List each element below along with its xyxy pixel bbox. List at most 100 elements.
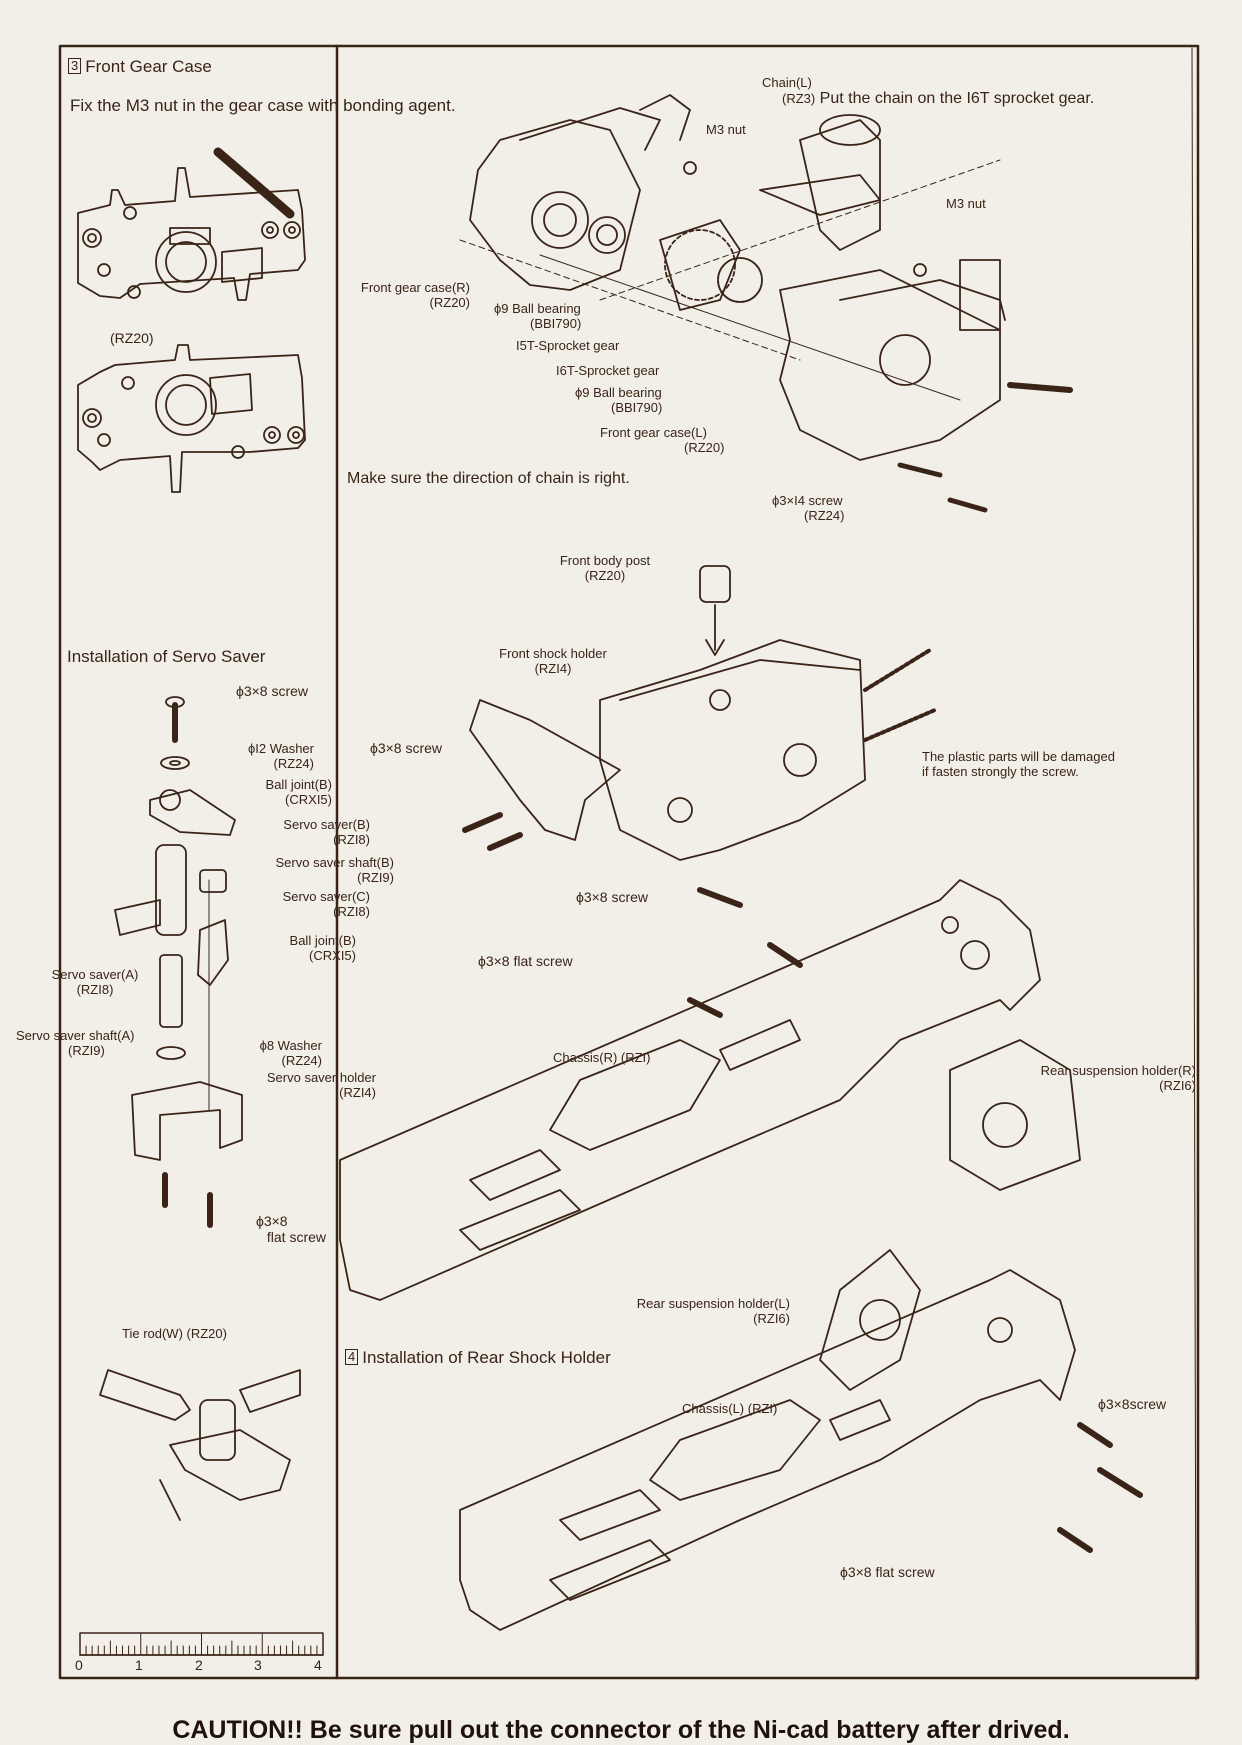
front-body-screw-label: ϕ3×8 screw bbox=[370, 740, 443, 756]
shaft-b-label: Servo saver shaft(B) (RZI9) bbox=[236, 855, 395, 886]
chain-instruction: (RZ3) Put the chain on the I6T sprocket … bbox=[782, 90, 1094, 108]
servo-saver-stack bbox=[114, 696, 243, 1228]
section-3-number: 3 bbox=[68, 58, 82, 74]
ball-joint-2-name: Ball joint(B) bbox=[289, 933, 356, 948]
gear-case-r-name: Front gear case(R) bbox=[360, 280, 470, 295]
bearing-2-part: (BBI790) bbox=[611, 399, 663, 415]
rear-screw-label: ϕ3×8screw bbox=[1098, 1396, 1167, 1412]
ruler-tick-4: 4 bbox=[314, 1657, 322, 1673]
bearing-1-name: ϕ9 Ball bearing bbox=[494, 301, 581, 316]
section-3-title-text: Front Gear Case bbox=[85, 57, 212, 76]
front-shock-holder-part: (RZI4) bbox=[534, 660, 572, 676]
section-4-number: 4 bbox=[345, 1349, 359, 1365]
m3-nut-label-2: M3 nut bbox=[946, 196, 986, 211]
ruler-tick-1: 1 bbox=[135, 1657, 143, 1673]
saver-a-label: Servo saver(A) (RZI8) bbox=[40, 967, 150, 998]
rear-susp-l-label: Rear suspension holder(L) (RZI6) bbox=[600, 1296, 790, 1327]
screw-14-name: ϕ3×I4 screw bbox=[772, 493, 843, 508]
saver-c-label: Servo saver(C) (RZI8) bbox=[250, 889, 370, 920]
saver-b-name: Servo saver(B) bbox=[283, 817, 370, 832]
chassis-left-plate bbox=[459, 1249, 1143, 1631]
servo-screw-label: ϕ3×8 screw bbox=[236, 683, 309, 699]
servo-saver-title: Installation of Servo Saver bbox=[67, 647, 266, 666]
bearing-1-part: (BBI790) bbox=[530, 315, 582, 331]
body-post-label: Front body post (RZ20) bbox=[530, 553, 680, 584]
rear-flat-screw-label: ϕ3×8 flat screw bbox=[840, 1564, 935, 1580]
ruler-tick-0: 0 bbox=[75, 1657, 83, 1673]
gear-case-part-label: (RZ20) bbox=[110, 330, 154, 346]
body-post-part: (RZ20) bbox=[584, 567, 626, 583]
screw-14-label: ϕ3×I4 screw (RZ24) bbox=[772, 493, 845, 524]
gear-case-instruction: Fix the M3 nut in the gear case with bon… bbox=[70, 96, 456, 115]
rear-susp-r-label: Rear suspension holder(R) (RZI6) bbox=[1000, 1063, 1196, 1094]
ball-joint-part: (CRXI5) bbox=[285, 791, 332, 807]
washer12-name: ϕI2 Washer bbox=[247, 741, 314, 756]
shaft-a-name: Servo saver shaft(A) bbox=[16, 1028, 135, 1043]
m3-nut-label-1: M3 nut bbox=[706, 122, 746, 137]
saver-c-name: Servo saver(C) bbox=[282, 889, 370, 904]
chassis-l-label: Chassis(L) (RZI) bbox=[682, 1401, 778, 1416]
sprocket-15t-label: I5T-Sprocket gear bbox=[516, 338, 620, 353]
rear-susp-l-part: (RZI6) bbox=[753, 1310, 790, 1326]
chain-direction-note: Make sure the direction of chain is righ… bbox=[347, 470, 630, 487]
gear-case-l-part: (RZ20) bbox=[684, 439, 725, 455]
chassis-screw-label: ϕ3×8 screw bbox=[576, 889, 649, 905]
caution-banner: CAUTION!! Be sure pull out the connector… bbox=[172, 1716, 1070, 1744]
front-shock-holder-label: Front shock holder (RZI4) bbox=[478, 646, 628, 677]
ball-joint-2-label: Ball joint(B) (CRXI5) bbox=[256, 933, 356, 964]
front-body-assembly bbox=[462, 565, 937, 861]
tie-rod-label: Tie rod(W) (RZ20) bbox=[122, 1326, 227, 1341]
ball-joint-label: Ball joint(B) (CRXI5) bbox=[214, 777, 332, 808]
saver-b-part: (RZI8) bbox=[333, 831, 370, 847]
ruler-tick-2: 2 bbox=[195, 1657, 203, 1673]
chassis-flat-screw-label: ϕ3×8 flat screw bbox=[478, 953, 573, 969]
ruler-tick-3: 3 bbox=[254, 1657, 262, 1673]
gear-case-plate-bottom bbox=[77, 344, 306, 493]
bearing-2-label: ϕ9 Ball bearing (BBI790) bbox=[575, 385, 663, 416]
saver-a-name: Servo saver(A) bbox=[51, 967, 139, 982]
ball-joint-2-part: (CRXI5) bbox=[309, 947, 356, 963]
body-post-name: Front body post bbox=[559, 553, 651, 568]
gear-case-r-label: Front gear case(R) (RZ20) bbox=[330, 280, 470, 311]
servo-holder-label: Servo saver holder (RZI4) bbox=[240, 1070, 376, 1101]
washer8-label: ϕ8 Washer (RZ24) bbox=[230, 1038, 322, 1069]
washer12-part: (RZ24) bbox=[273, 755, 314, 771]
washer12-label: ϕI2 Washer (RZ24) bbox=[190, 741, 314, 772]
rear-susp-r-part: (RZI6) bbox=[1159, 1077, 1196, 1093]
chain-instruction-text: Put the chain on the I6T sprocket gear. bbox=[819, 90, 1095, 107]
chain-part: (RZ3) bbox=[782, 91, 816, 106]
bearing-1-label: ϕ9 Ball bearing (BBI790) bbox=[494, 301, 582, 332]
rear-susp-l-name: Rear suspension holder(L) bbox=[636, 1296, 790, 1311]
saver-b-label: Servo saver(B) (RZI8) bbox=[236, 817, 370, 848]
chain-label: Chain(L) bbox=[762, 75, 812, 90]
washer8-name: ϕ8 Washer bbox=[259, 1038, 322, 1053]
tie-rod-assembly bbox=[99, 1369, 301, 1521]
section-4-title-text: Installation of Rear Shock Holder bbox=[362, 1348, 611, 1367]
servo-holder-part: (RZI4) bbox=[339, 1084, 376, 1100]
plastic-warning-line2: if fasten strongly the screw. bbox=[922, 763, 1079, 779]
shaft-b-name: Servo saver shaft(B) bbox=[275, 855, 395, 870]
shaft-a-label: Servo saver shaft(A) (RZI9) bbox=[16, 1028, 135, 1059]
gear-case-r-part: (RZ20) bbox=[429, 294, 470, 310]
gear-case-l-name: Front gear case(L) bbox=[600, 425, 707, 440]
shaft-b-part: (RZI9) bbox=[357, 869, 394, 885]
gear-case-plate-top bbox=[77, 147, 306, 301]
servo-flat-screw-line2: flat screw bbox=[266, 1229, 326, 1246]
plastic-warning-line1: The plastic parts will be damaged bbox=[922, 749, 1115, 764]
washer8-part: (RZ24) bbox=[281, 1052, 322, 1068]
screw-14-part: (RZ24) bbox=[804, 507, 845, 523]
chassis-right-plate bbox=[339, 879, 1081, 1301]
front-shock-holder-name: Front shock holder bbox=[499, 646, 607, 661]
servo-flat-screw-line1: ϕ3×8 bbox=[256, 1213, 288, 1229]
servo-holder-name: Servo saver holder bbox=[266, 1070, 376, 1085]
page-frame bbox=[58, 44, 1200, 1681]
servo-flat-screw-label: ϕ3×8 flat screw bbox=[236, 1213, 326, 1245]
chassis-r-label: Chassis(R) (RZI) bbox=[553, 1050, 651, 1065]
front-gear-assembly bbox=[459, 94, 1073, 513]
gear-case-l-label: Front gear case(L) (RZ20) bbox=[600, 425, 725, 456]
saver-a-part: (RZI8) bbox=[76, 981, 114, 997]
sprocket-16t-label: I6T-Sprocket gear bbox=[556, 363, 660, 378]
plastic-warning: The plastic parts will be damaged if fas… bbox=[922, 749, 1115, 780]
